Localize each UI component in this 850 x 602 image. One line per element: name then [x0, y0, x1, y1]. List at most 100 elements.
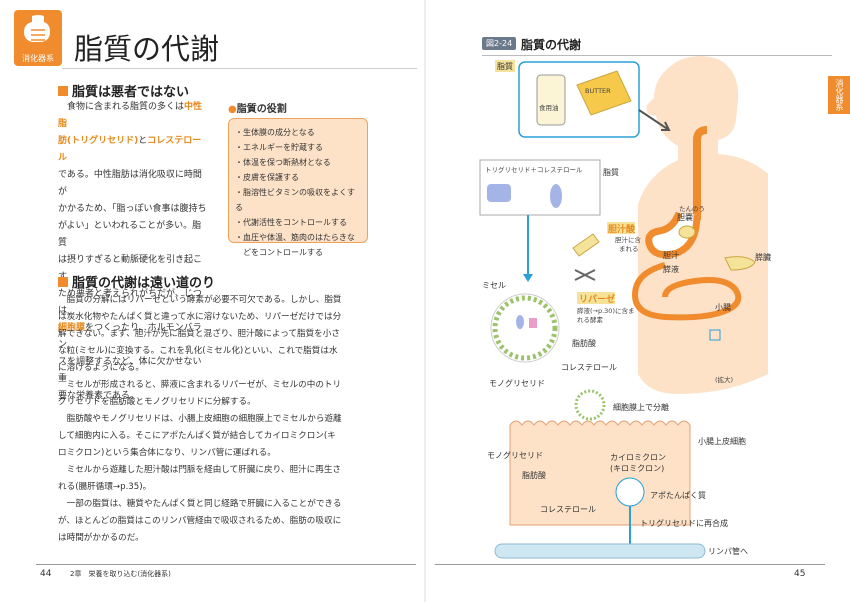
bile-acid-note-2: まれる [619, 245, 639, 253]
fatty-acid-label: 脂肪酸 [572, 338, 596, 348]
lipase-label: リパーゼ [579, 293, 615, 305]
tg-chol-label: トリグリセリド＋コレステロール [485, 165, 583, 174]
role-item: ・エネルギーを貯蔵する [235, 143, 323, 152]
chapter-badge: 消化器系 [14, 10, 62, 66]
chylomicron-shape [615, 477, 645, 507]
page-title: 脂質の代謝 [74, 32, 220, 66]
cholesterol-label: コレステロール [561, 363, 617, 372]
stomach [645, 211, 701, 259]
arrow-to-mouth-icon [638, 109, 671, 131]
figure-title: 脂質の代謝 [521, 38, 582, 52]
lipid-label: 脂質 [603, 167, 619, 177]
oil-bottle-icon [536, 74, 566, 126]
s2-line: ミセルから遊離した胆汁酸は門脈を経由して肝臓に戻り、胆汁に再生さ [66, 465, 342, 475]
esophagus [693, 126, 708, 220]
pancreas-shape [724, 256, 756, 271]
role-item: どをコントロールする [235, 248, 323, 257]
s2-line: して細胞内に入る。そこにアポたんぱく質が結合してカイロミクロン(キ [58, 431, 336, 441]
section-heading-2: 脂質の代謝は遠い道のり [58, 272, 215, 291]
role-item: ・代謝活性をコントロールする [235, 218, 347, 227]
s2-line: ミセルが形成されると、膵液に含まれるリパーゼが、ミセルの中のトリ [66, 380, 342, 390]
role-item: ・皮膚を保護する [235, 173, 299, 182]
bile-label: 胆汁 [663, 250, 679, 260]
pancreatic-juice-label: 膵液 [663, 264, 679, 274]
role-item: ・血圧や体温、筋肉のはたらきな [235, 233, 355, 242]
scissors-icon [574, 269, 596, 281]
small-intestine-label: 小腸 [715, 303, 731, 312]
badge-label: 消化器系 [22, 54, 54, 63]
figure-rule [482, 55, 832, 56]
s2-line: グリセリドを脂肪酸とモノグリセリドに分解する。 [58, 397, 256, 407]
heading-square-icon [58, 277, 68, 287]
chylomicron-label-1: カイロミクロン [610, 453, 666, 462]
micelle-tg-icon [529, 318, 537, 328]
s2-line: 脂肪酸やモノグリセリドは、小腸上皮細胞の細胞膜上でミセルから遊離 [66, 414, 342, 424]
lipase-tag-bg [577, 292, 615, 304]
lymph-label: リンパ管へ [708, 546, 748, 556]
micelle-ring [492, 295, 558, 361]
s2-line: ロミクロン)という集合体になり、リンパ管に運ばれる。 [58, 448, 276, 458]
s2-line: は炭水化物やたんぱく質と違って水に溶けないため、リパーゼだけでは分 [58, 312, 342, 322]
monoglyceride-label: モノグリセリド [489, 378, 545, 388]
s2-line: 脂質の分解にはリパーゼという酵素が必要不可欠である。しかし、脂質 [66, 295, 342, 305]
lipid-tag-bg [495, 60, 515, 72]
tg-icon [487, 184, 511, 202]
s1-line: がよい」といわれることが多い。脂質 [58, 221, 202, 248]
zoom-box [709, 329, 721, 341]
s1-line: 細胞膜をつくったり、ホルモンバラン [58, 323, 202, 350]
lymph-vessel [494, 543, 706, 559]
s2-line: 解できない。まず、胆汁が先に脂質と混ざり、胆汁酸によって脂質を小さ [58, 329, 340, 339]
section-heading-1: 脂質は悪者ではない [58, 81, 189, 100]
footer-rule [435, 564, 825, 565]
figure-tag: 図2-24 [482, 37, 517, 50]
zoom-label: (拡大) [715, 375, 733, 384]
small-intestine-shape [631, 262, 742, 321]
gallbladder-shape [678, 225, 696, 239]
s2-line: な粒(ミセル)に変換する。これを乳化(ミセル化)といい、これで脂質は水 [58, 346, 338, 356]
footer-chapter: 2章 栄養を取り込む(消化器系) [70, 570, 171, 578]
roles-title: ●脂質の役割 [228, 104, 287, 115]
s1-line: かかるため、「脂っぽい食事は腹持ち [58, 204, 207, 214]
page-gutter [424, 0, 426, 602]
title-rule [62, 68, 417, 69]
micelle-shape [490, 293, 560, 363]
role-item: ・体温を保つ断熱材となる [235, 158, 331, 167]
epithelial-cell [509, 420, 691, 526]
cholesterol-icon [550, 184, 562, 208]
s1-line: 食物に含まれる脂質の多くは中性脂 [58, 102, 203, 129]
epithelial-label: 小腸上皮細胞 [698, 436, 746, 446]
side-tab: 消化器系 [828, 76, 850, 114]
pancreas-label: 膵臓 [755, 252, 771, 262]
page-number-left: 44 [40, 569, 52, 579]
s2-line: は時間がかかるのだ。 [58, 533, 144, 543]
digestive-organ-icon [24, 15, 50, 42]
lipid-metabolism-diagram: 脂質 食用油 BUTTER トリグリセリド＋コレステロール 脂質 胆汁酸 胆汁に… [479, 56, 771, 559]
chylomicron-label-2: (キロミクロン) [610, 464, 664, 473]
left-page: 消化器系 脂質の代謝 脂質は悪者ではない 食物に含まれる脂質の多くは中性脂 肪(… [14, 10, 417, 579]
gallbladder-ruby: たんのう [679, 205, 705, 213]
page-number-right: 45 [794, 569, 806, 579]
footer-rule [36, 564, 416, 565]
micelle-label: ミセル [482, 281, 506, 290]
s2-line: が、ほとんどの脂質はこのリンパ管経由で吸収されるため、脂肪の吸収に [58, 516, 342, 526]
role-item: ・生体膜の成分となる [235, 128, 315, 137]
s1-line: スを調整するなど、体に欠かせない重 [58, 357, 202, 384]
resynth-label: トリグリセリドに再合成 [640, 518, 728, 528]
arrow-head-icon [523, 274, 533, 282]
mono2-label: モノグリセリド [487, 450, 543, 460]
right-page: 図2-24 脂質の代謝 消化器系 脂質 食用油 BUTTER トリグリセリド＋コ… [425, 0, 850, 602]
gallbladder-label: 胆嚢 [677, 212, 693, 222]
s1-line: である。中性脂肪は消化吸収に時間が [58, 170, 202, 197]
bile-acid-tag-bg [607, 222, 635, 234]
section2-body: 脂質の分解にはリパーゼという酵素が必要不可欠である。しかし、脂質 は炭水化物やた… [58, 292, 358, 547]
apoprotein-label: アポたんぱく質 [650, 490, 706, 500]
membrane-breakdown-label: 細胞膜上で分離 [613, 402, 669, 412]
micelle-chol-icon [516, 315, 524, 329]
s2-line: 一部の脂質は、糖質やたんぱく質と同じ経路で肝臓に入ることができる [66, 499, 342, 509]
lipase-note-2: れる酵素 [577, 315, 604, 324]
bile-acid-note-1: 胆汁に含 [615, 235, 642, 244]
body-silhouette [638, 56, 768, 394]
oil-label: 食用油 [539, 103, 559, 112]
butter-label: BUTTER [585, 87, 611, 95]
s2-line: に溶けるようになる。 [58, 363, 144, 373]
